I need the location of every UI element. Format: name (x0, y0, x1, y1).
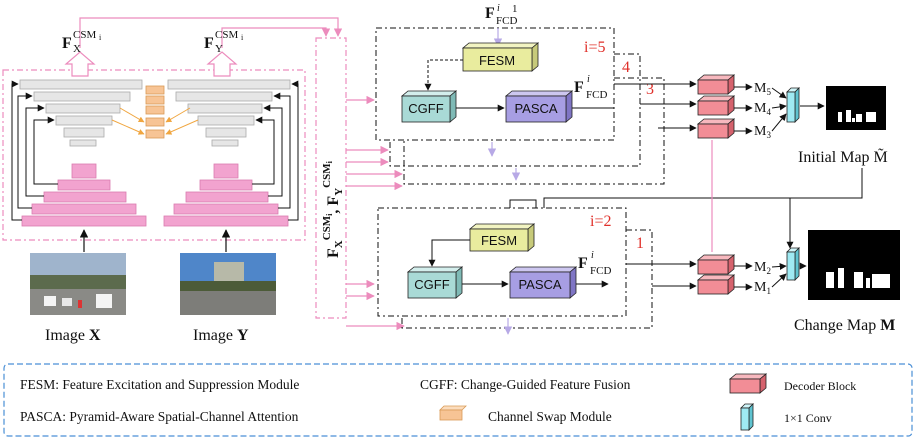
svg-text:Image Y: Image Y (193, 327, 249, 344)
siamese-backbone: F X CSM i F Y CSM i (2, 17, 343, 252)
svg-text:i: i (99, 33, 102, 42)
stage-label-4: 4 (622, 59, 630, 76)
change-map-thumbnail (808, 230, 900, 300)
svg-text:i: i (241, 33, 244, 42)
svg-text:1: 1 (512, 3, 518, 15)
legend-decoder-icon (728, 373, 768, 394)
swap-arrows (111, 107, 199, 135)
upper-decoder-stages: i=5 4 3 F i 1 FCD FESM CGFF (375, 3, 697, 185)
svg-text:F: F (62, 35, 72, 52)
decoder-block-m3 (696, 118, 736, 139)
cgff-block-top: CGFF (400, 90, 458, 123)
cgff-block-bottom: CGFF (406, 266, 464, 299)
svg-text:CSM: CSM (215, 29, 238, 41)
up-arrow-fy (206, 51, 238, 77)
csm-vertical-label: FXCSMi, FYCSMi (321, 160, 345, 258)
fcd-lower-label: F i FCD (578, 250, 611, 277)
svg-text:CSM: CSM (73, 29, 96, 41)
stage-label-1: 1 (636, 235, 644, 252)
legend-cgff: CGFF: Change-Guided Feature Fusion (420, 377, 631, 392)
svg-text:FESM: FESM (481, 233, 517, 248)
encoder-x-lower (21, 163, 147, 227)
svg-text:i: i (587, 74, 590, 85)
svg-text:Y: Y (215, 43, 223, 55)
svg-text:FCD: FCD (586, 89, 607, 101)
stage-label-i2: i=2 (590, 213, 611, 230)
conv-block-lower (786, 247, 800, 281)
legend-decoder: Decoder Block (784, 379, 856, 393)
image-x-caption: Image X (45, 327, 101, 344)
label-m3: M3 (754, 124, 771, 140)
initial-map-thumbnail (826, 86, 886, 130)
label-m2: M2 (754, 260, 771, 276)
fcd-top-label: F i 1 FCD (485, 3, 518, 27)
encoder-y-lower (163, 163, 289, 227)
legend-conv: 1×1 Conv (784, 411, 832, 425)
legend: FESM: Feature Excitation and Suppression… (3, 363, 913, 437)
image-y-caption: Image Y (193, 327, 249, 344)
skip-connections (11, 80, 299, 221)
conv-block-upper (786, 87, 800, 123)
fcd-upper-label: F i FCD (574, 74, 607, 101)
legend-csm: Channel Swap Module (488, 409, 612, 424)
svg-text:CGFF: CGFF (414, 277, 449, 292)
decoder-block-m1 (696, 274, 736, 295)
svg-text:F: F (485, 5, 495, 22)
legend-pasca: PASCA: Pyramid-Aware Spatial-Channel Att… (20, 409, 299, 424)
channel-swap-blocks (145, 85, 165, 139)
decoder-blocks-upper: M5 M4 M3 Initial Map M̃ (506, 74, 888, 252)
encoder-y-upper (167, 79, 291, 147)
svg-text:PASCA: PASCA (518, 277, 561, 292)
legend-conv-icon (740, 403, 754, 431)
pasca-block-top: PASCA (504, 90, 574, 123)
decoder-block-m2 (696, 254, 736, 275)
svg-text:i: i (497, 3, 500, 14)
up-arrow-fx (64, 51, 96, 77)
initial-map-caption: Initial Map M̃ (798, 148, 888, 166)
svg-text:FCD: FCD (496, 15, 517, 27)
legend-swap-icon (439, 405, 467, 421)
change-map-caption: Change Map M (794, 317, 895, 334)
svg-text:F: F (574, 79, 584, 96)
label-m4: M4 (754, 101, 771, 117)
pasca-block-bottom: PASCA (508, 266, 578, 299)
decoder-blocks-lower: M2 M1 Change Map M (696, 230, 900, 334)
encoder-x-upper (19, 79, 143, 147)
stage-label-i5: i=5 (584, 39, 605, 56)
image-y-thumbnail (180, 253, 276, 315)
label-m1: M1 (754, 280, 771, 296)
fy-csm-label: F Y CSM i (204, 29, 244, 55)
lower-decoder-stages: i=2 1 FESM CGFF PASCA F i FCD (377, 207, 697, 335)
image-x-thumbnail (30, 253, 126, 315)
legend-fesm: FESM: Feature Excitation and Suppression… (20, 377, 299, 392)
svg-text:i: i (591, 250, 594, 261)
fesm-block-bottom: FESM (468, 223, 536, 252)
fesm-block-top: FESM (461, 42, 540, 72)
svg-text:F: F (204, 35, 214, 52)
svg-text:X: X (73, 43, 81, 55)
fx-csm-label: F X CSM i (62, 29, 102, 55)
svg-text:PASCA: PASCA (514, 101, 557, 116)
decoder-block-m5 (696, 74, 736, 95)
csm-feature-column: FXCSMi, FYCSMi (315, 37, 405, 331)
svg-text:F: F (578, 255, 588, 272)
svg-text:Image X: Image X (45, 327, 101, 344)
svg-text:CGFF: CGFF (408, 101, 443, 116)
decoder-block-m4 (696, 95, 736, 116)
stage-label-3: 3 (646, 81, 654, 98)
svg-text:FESM: FESM (479, 53, 515, 68)
svg-text:FCD: FCD (590, 265, 611, 277)
label-m5: M5 (754, 81, 771, 97)
